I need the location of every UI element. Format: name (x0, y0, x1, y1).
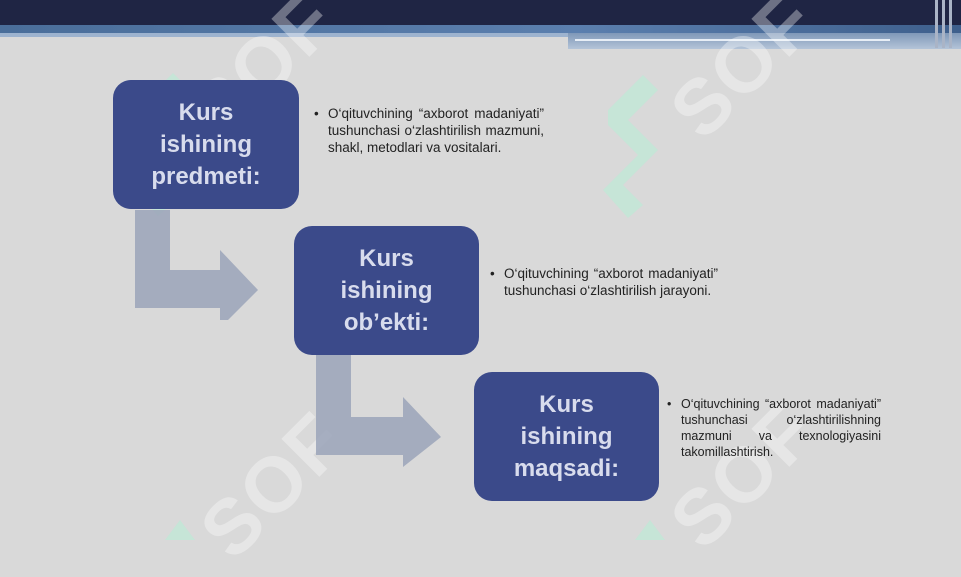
course-goal-text: O‘qituvchining “axborot madaniyati” tush… (681, 397, 881, 459)
bullet: • (667, 397, 672, 411)
course-object-title: Kurs ishining ob’ekti: (340, 244, 433, 336)
bent-arrow-icon (135, 210, 258, 320)
bullet: • (490, 266, 495, 281)
course-subject-description: • O‘qituvchining “axborot madaniyati” tu… (314, 105, 544, 156)
watermark-logo-icon (603, 75, 658, 218)
course-goal-title: Kurs ishining maqsadi: (513, 390, 620, 482)
header-edge-stripe (949, 0, 952, 48)
watermark-logo-icon (635, 520, 665, 540)
header-edge-stripe (935, 0, 938, 48)
course-object-box: Kurs ishining ob’ekti: (294, 226, 479, 355)
course-goal-description: • O‘qituvchining “axborot madaniyati” tu… (667, 396, 881, 460)
header-band (0, 25, 961, 33)
course-goal-box: Kurs ishining maqsadi: (474, 372, 659, 501)
course-object-description: • O‘qituvchining “axborot madaniyati” tu… (490, 265, 718, 299)
course-subject-title: Kurs ishining predmeti: (151, 98, 261, 190)
top-title-bar (0, 0, 961, 26)
course-subject-text: O‘qituvchining “axborot madaniyati” tush… (328, 106, 544, 155)
course-object-text: O‘qituvchining “axborot madaniyati” tush… (504, 266, 718, 298)
header-edge-stripe (942, 0, 945, 48)
header-accent-block (568, 33, 961, 49)
header-accent-line (575, 39, 890, 41)
course-subject-box: Kurs ishining predmeti: (113, 80, 299, 209)
header-band-light (0, 33, 961, 37)
watermark-logo-icon (165, 520, 195, 540)
bullet: • (314, 106, 319, 121)
bent-arrow-icon (316, 355, 441, 467)
